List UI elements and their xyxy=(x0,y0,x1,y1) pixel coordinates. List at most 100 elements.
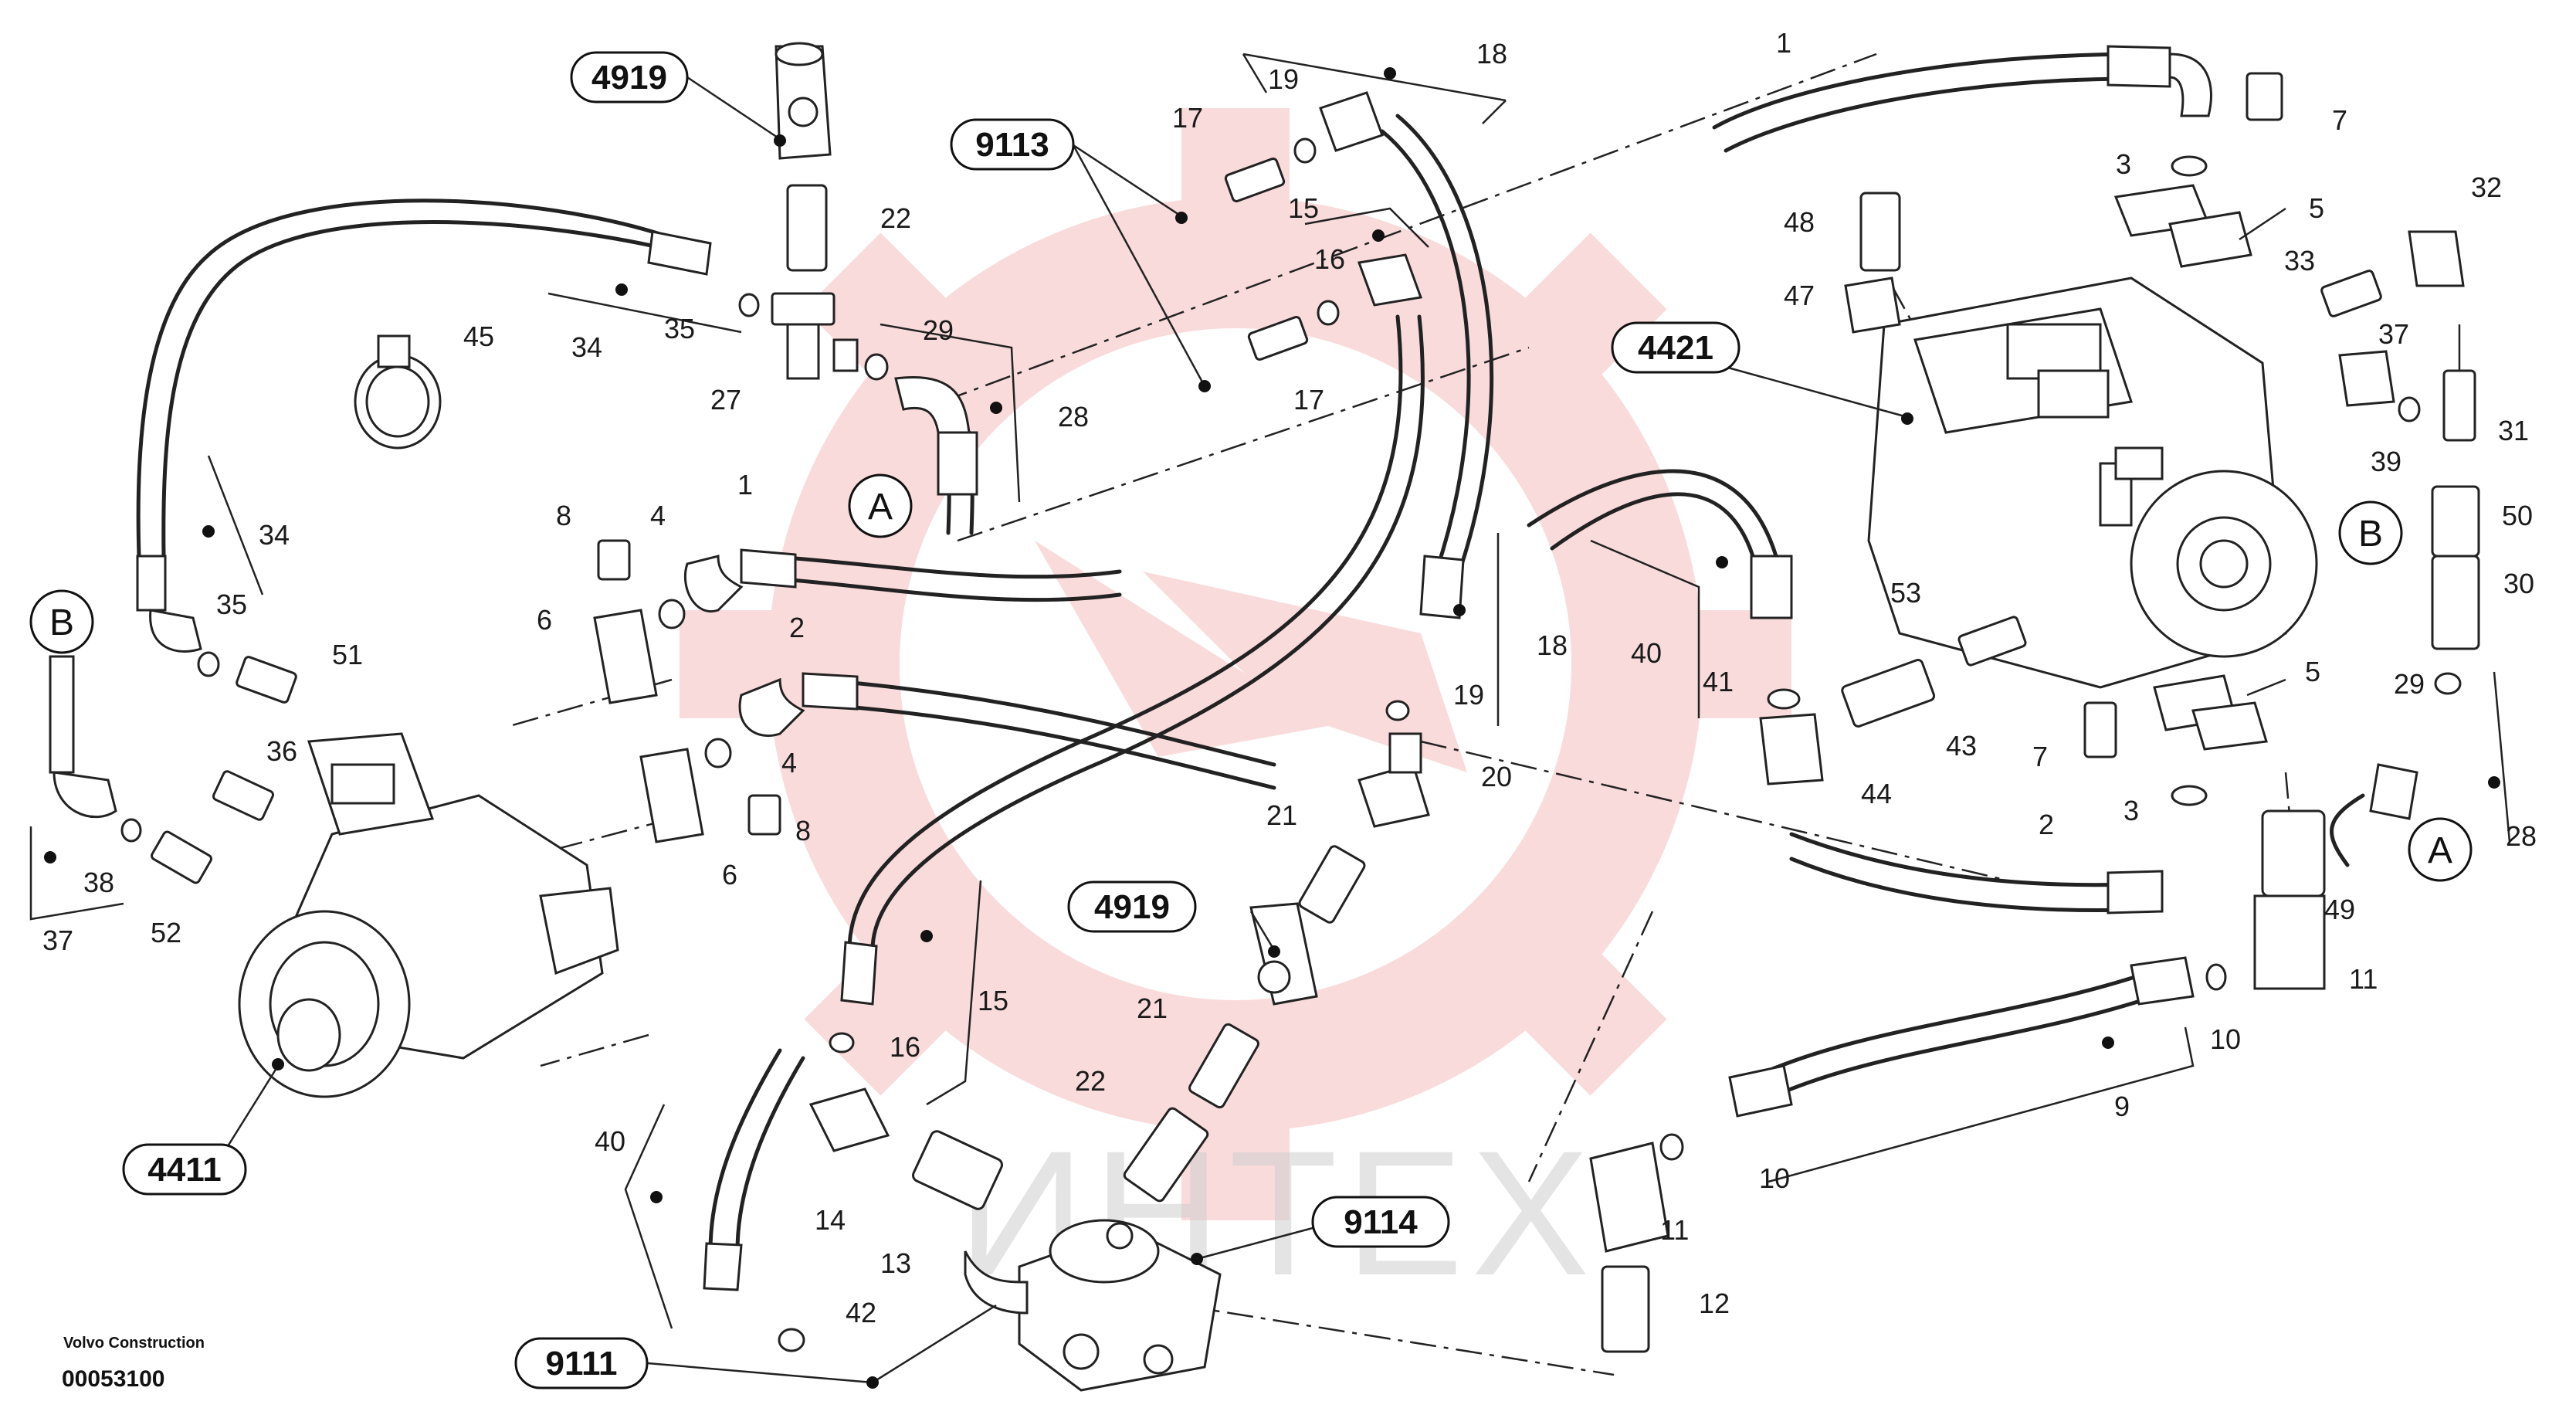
connector-b-left: B xyxy=(29,589,94,654)
tee-4919-top xyxy=(774,42,832,160)
callout-9111: 9111 xyxy=(514,1337,649,1389)
part-label: 35 xyxy=(664,313,695,344)
part-label: 40 xyxy=(595,1125,625,1157)
part-label: 11 xyxy=(2349,963,2378,995)
part-label: 40 xyxy=(1631,637,1662,669)
part-label: 33 xyxy=(2284,245,2315,277)
part-label: 35 xyxy=(216,589,247,620)
tee-4919-bottom xyxy=(1249,902,1318,1006)
part-label: 36 xyxy=(266,735,297,767)
part-label: 27 xyxy=(710,384,741,416)
part-label: 17 xyxy=(1172,102,1203,134)
svg-text:4421: 4421 xyxy=(1638,329,1713,367)
svg-text:4919: 4919 xyxy=(591,59,667,97)
part-label: 12 xyxy=(1699,1288,1730,1319)
part-labels: 1 7 3 5 19 17 18 15 16 48 47 32 33 22 35… xyxy=(42,27,2537,1328)
pump-4421 xyxy=(1867,277,2318,689)
connector-a-right: A xyxy=(2408,817,2473,882)
part-label: 8 xyxy=(556,500,571,531)
fittings xyxy=(49,72,2480,1353)
part-label: 1 xyxy=(737,469,753,500)
part-label: 10 xyxy=(2210,1023,2241,1055)
part-label: 51 xyxy=(332,639,363,670)
part-label: 45 xyxy=(463,321,494,352)
part-label: 28 xyxy=(2506,820,2537,852)
svg-text:9113: 9113 xyxy=(975,126,1049,164)
part-label: 15 xyxy=(1288,192,1319,224)
part-label: 4 xyxy=(650,500,666,531)
part-label: 39 xyxy=(2371,446,2401,477)
part-label: 37 xyxy=(2378,318,2409,350)
part-label: 6 xyxy=(537,604,552,636)
part-label: 9 xyxy=(2114,1091,2130,1122)
part-label: 50 xyxy=(2502,500,2533,531)
part-label: 16 xyxy=(890,1031,920,1063)
part-label: 18 xyxy=(1476,38,1507,70)
svg-text:9114: 9114 xyxy=(1344,1203,1418,1241)
part-label: 15 xyxy=(978,985,1008,1016)
part-label: 43 xyxy=(1946,730,1977,762)
footer-drawing-number: 00053100 xyxy=(62,1366,164,1392)
callout-4421: 4421 xyxy=(1611,321,1740,374)
callout-4411: 4411 xyxy=(122,1143,247,1196)
part-label: 8 xyxy=(795,815,811,846)
part-label: 34 xyxy=(571,331,602,363)
connector-a-top: A xyxy=(848,473,913,538)
part-label: 14 xyxy=(815,1204,846,1236)
part-label: 29 xyxy=(2394,668,2425,700)
part-label: 34 xyxy=(259,519,290,551)
clamp-45 xyxy=(354,334,442,450)
part-label: 17 xyxy=(1293,384,1324,416)
part-label: 38 xyxy=(83,867,114,898)
callout-4919-top: 4919 xyxy=(570,51,689,103)
part-label: 21 xyxy=(1266,799,1297,831)
part-label: 3 xyxy=(2124,795,2139,826)
part-label: 13 xyxy=(880,1247,911,1279)
part-label: 16 xyxy=(1314,243,1345,275)
part-label: 32 xyxy=(2471,171,2502,203)
svg-text:B: B xyxy=(49,602,74,643)
part-label: 48 xyxy=(1784,206,1815,238)
valve-9114 xyxy=(964,1219,1222,1392)
part-label: 37 xyxy=(42,925,73,956)
part-label: 28 xyxy=(1058,401,1089,433)
part-label: 29 xyxy=(923,314,954,346)
part-label: 3 xyxy=(2116,148,2131,180)
part-label: 42 xyxy=(846,1297,876,1328)
svg-text:A: A xyxy=(868,487,893,528)
part-label: 21 xyxy=(1137,992,1168,1024)
svg-text:9111: 9111 xyxy=(545,1345,617,1383)
part-label: 5 xyxy=(2305,656,2320,687)
part-label: 2 xyxy=(2039,809,2054,840)
part-label: 41 xyxy=(1703,666,1734,697)
callout-9114: 9114 xyxy=(1311,1196,1450,1248)
part-label: 19 xyxy=(1453,679,1484,711)
part-label: 53 xyxy=(1890,577,1921,609)
footer-company: Volvo Construction xyxy=(63,1335,205,1352)
callout-9113: 9113 xyxy=(950,118,1075,171)
part-label: 31 xyxy=(2498,415,2529,446)
part-label: 22 xyxy=(880,202,911,234)
part-label: 22 xyxy=(1075,1065,1106,1097)
part-label: 4 xyxy=(781,747,797,779)
callout-4919-bottom: 4919 xyxy=(1067,880,1197,933)
part-label: 20 xyxy=(1481,761,1512,792)
svg-text:4919: 4919 xyxy=(1094,888,1170,926)
part-label: 6 xyxy=(722,859,737,891)
hoses xyxy=(136,45,2418,1291)
reference-dots xyxy=(44,67,2500,1389)
part-label: 11 xyxy=(1660,1214,1689,1246)
part-label: 7 xyxy=(2332,104,2347,136)
motor-4411 xyxy=(238,732,619,1098)
svg-text:4411: 4411 xyxy=(147,1151,221,1189)
part-label: 44 xyxy=(1861,778,1892,809)
connector-b-right: B xyxy=(2338,500,2403,565)
part-label: 49 xyxy=(2324,894,2355,925)
leader-lines xyxy=(29,53,2511,1384)
part-label: 19 xyxy=(1268,63,1299,95)
part-label: 47 xyxy=(1784,280,1815,311)
part-label: 30 xyxy=(2503,568,2534,599)
part-label: 18 xyxy=(1537,629,1568,661)
svg-text:A: A xyxy=(2428,830,2452,871)
